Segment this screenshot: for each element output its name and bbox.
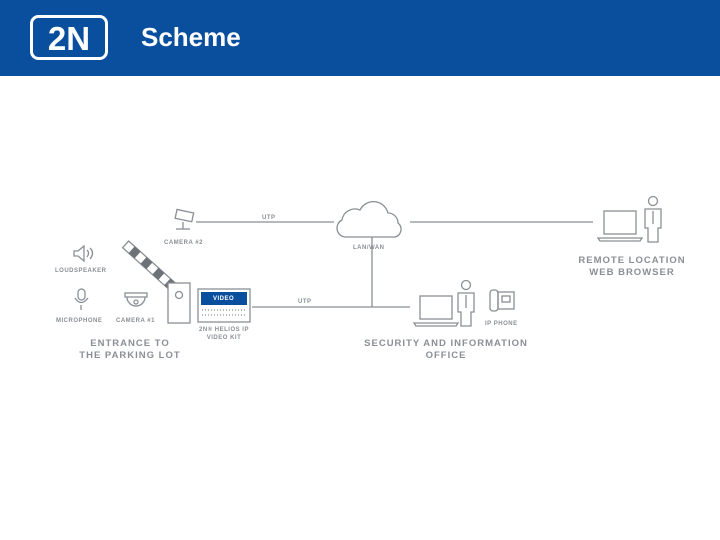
helios-label-line1: 2N® HELIOS IP	[199, 327, 249, 333]
remote-label-line1: REMOTE LOCATION	[578, 255, 686, 266]
person-icon	[457, 279, 475, 327]
brand-logo-text: 2N	[48, 20, 90, 57]
loudspeaker-icon	[73, 244, 94, 263]
ip-phone-label: IP PHONE	[485, 321, 518, 327]
page-title: Scheme	[141, 22, 241, 52]
helios-label-line2: VIDEO KIT	[206, 335, 242, 341]
camera1-label: CAMERA #1	[116, 318, 155, 324]
cloud-icon	[336, 201, 402, 238]
remote-label-line2: WEB BROWSER	[589, 267, 675, 278]
link-label-top: UTP	[262, 215, 276, 221]
dome-camera-icon	[124, 292, 148, 307]
header-bar: 2N Scheme	[0, 0, 720, 76]
intercom-icon	[197, 288, 251, 323]
ip-phone-icon	[489, 289, 515, 312]
entrance-label-line2: THE PARKING LOT	[79, 350, 181, 361]
security-label-line2: OFFICE	[425, 350, 467, 361]
link-label-bottom: UTP	[298, 299, 312, 305]
microphone-icon	[74, 288, 89, 310]
person-icon	[644, 195, 662, 243]
laptop-icon	[596, 210, 644, 242]
barrier-gate-icon	[121, 240, 191, 324]
camera2-label: CAMERA #2	[164, 240, 203, 246]
microphone-label: MICROPHONE	[56, 318, 103, 324]
brand-logo: 2N	[30, 15, 108, 60]
security-label-line1: SECURITY AND INFORMATION	[364, 338, 528, 349]
loudspeaker-label: LOUDSPEAKER	[55, 268, 107, 274]
laptop-icon	[412, 295, 460, 327]
lan-wan-label: LAN/WAN	[353, 245, 385, 251]
helios-panel-label: VIDEO	[213, 296, 235, 302]
security-camera-icon	[174, 208, 195, 230]
entrance-label-line1: ENTRANCE TO	[90, 338, 170, 349]
